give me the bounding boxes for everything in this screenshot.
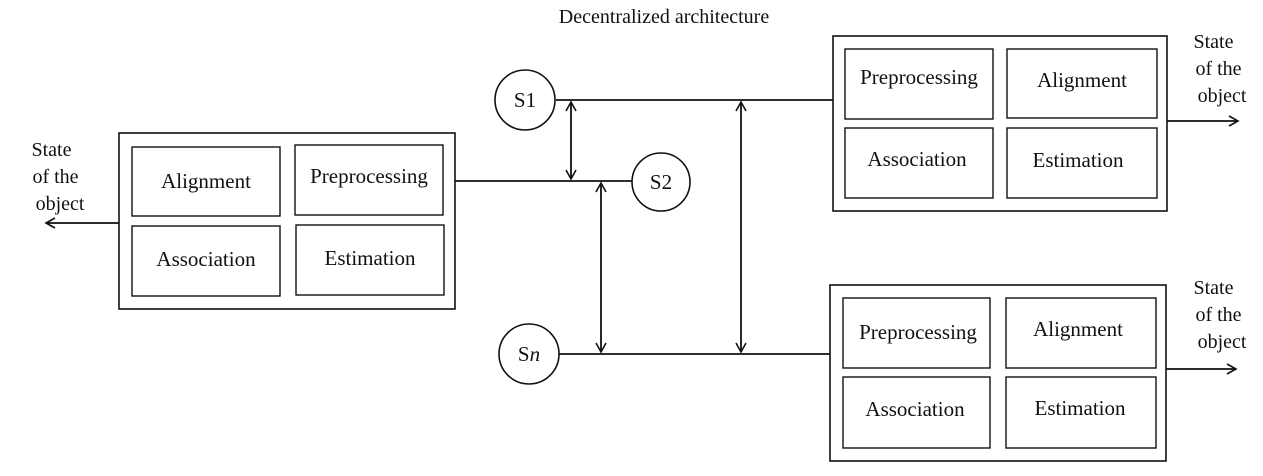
- alignment-block: [1005, 297, 1157, 369]
- bottom-right-fusion-module: Preprocessing Alignment Association Esti…: [829, 277, 1247, 462]
- preprocessing-block: [294, 144, 444, 216]
- sensor-node-s1: S1: [494, 69, 556, 131]
- estimation-label: Estimation: [1035, 396, 1126, 420]
- alignment-label: Alignment: [1033, 317, 1123, 341]
- left-fusion-module: Alignment Preprocessing Association Esti…: [32, 132, 456, 310]
- preprocessing-label: Preprocessing: [859, 320, 977, 344]
- diagram-title: Decentralized architecture: [559, 6, 770, 28]
- estimation-block: [1006, 127, 1158, 199]
- sensor-node-s2: S2: [631, 152, 691, 212]
- estimation-block: [295, 224, 445, 296]
- preprocessing-block: [844, 48, 994, 120]
- alignment-block: [1006, 48, 1158, 119]
- alignment-block: [131, 146, 281, 217]
- association-label: Association: [156, 247, 256, 271]
- association-block: [844, 127, 994, 199]
- node-label: Sn: [518, 342, 540, 366]
- alignment-label: Alignment: [161, 169, 251, 193]
- association-block: [131, 225, 281, 297]
- node-circle: [631, 152, 691, 212]
- node-label: S2: [650, 170, 672, 194]
- preprocessing-block: [842, 297, 991, 369]
- preprocessing-label: Preprocessing: [310, 164, 428, 188]
- node-circle: [498, 323, 560, 385]
- estimation-label: Estimation: [1033, 148, 1124, 172]
- bottom-right-output-label: State of the object: [1194, 277, 1247, 353]
- node-label: S1: [514, 88, 536, 112]
- preprocessing-label: Preprocessing: [860, 65, 978, 89]
- top-right-output-label: State of the object: [1194, 31, 1247, 107]
- node-circle: [494, 69, 556, 131]
- left-output-label: State of the object: [32, 139, 85, 215]
- sensor-node-sn: Sn: [498, 323, 560, 385]
- association-label: Association: [867, 147, 967, 171]
- estimation-label: Estimation: [325, 246, 416, 270]
- association-block: [842, 376, 991, 449]
- alignment-label: Alignment: [1037, 68, 1127, 92]
- estimation-block: [1005, 376, 1157, 449]
- top-right-fusion-module: Preprocessing Alignment Association Esti…: [832, 31, 1247, 212]
- association-label: Association: [865, 397, 965, 421]
